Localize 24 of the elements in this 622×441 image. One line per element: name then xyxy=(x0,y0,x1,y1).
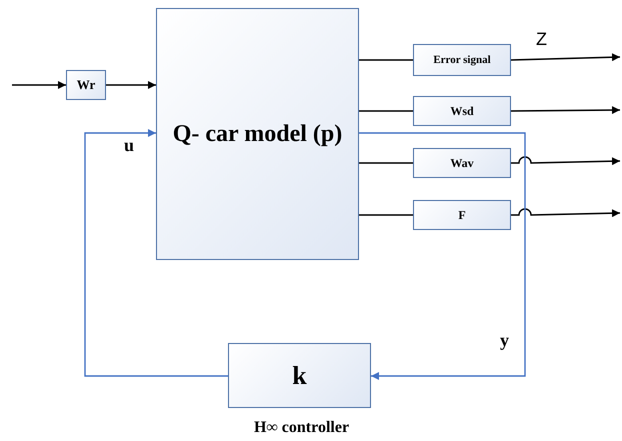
signal-label: Z xyxy=(534,30,549,48)
block-label: Wsd xyxy=(450,102,474,120)
block-label: Wav xyxy=(450,154,474,172)
connector-arrow xyxy=(510,53,620,62)
connector-arrow xyxy=(106,81,156,89)
block-label: k xyxy=(292,360,307,392)
block xyxy=(413,44,511,76)
block-label: Wr xyxy=(76,76,96,94)
block xyxy=(413,96,511,126)
block-label: Q- car model (p) xyxy=(172,120,342,149)
block xyxy=(66,70,106,100)
connector-arrow xyxy=(12,81,66,89)
connector-arrow xyxy=(511,208,620,218)
connector-arrow xyxy=(511,106,620,114)
block xyxy=(413,200,511,230)
block xyxy=(156,8,359,260)
block xyxy=(228,343,371,408)
block xyxy=(413,148,511,178)
connector-arrow xyxy=(84,129,228,377)
block-label: Error signal xyxy=(433,52,491,68)
block-label: F xyxy=(458,206,466,224)
connector-arrow xyxy=(511,156,620,166)
connector-arrow xyxy=(359,132,526,380)
block-caption: H∞ controller xyxy=(252,420,350,436)
